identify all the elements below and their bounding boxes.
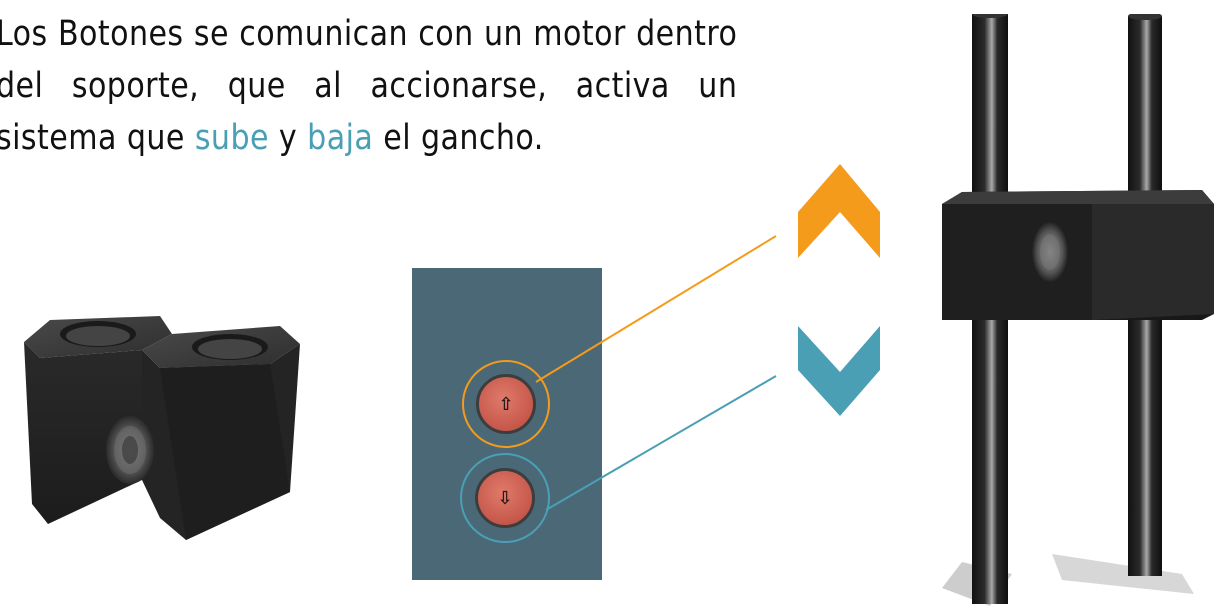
- description-text: Los Botones se comunican con un motor de…: [0, 8, 737, 164]
- up-button[interactable]: ⇧: [462, 360, 550, 448]
- chevron-down-icon: [798, 326, 880, 416]
- chevron-up-icon: [798, 164, 880, 258]
- down-button[interactable]: ⇩: [460, 453, 550, 543]
- keyword-baja: baja: [307, 118, 374, 158]
- stand-image: [942, 14, 1214, 606]
- support-block-image: [24, 316, 300, 540]
- down-arrow-icon: ⇩: [475, 468, 535, 528]
- keyword-sube: sube: [194, 118, 269, 158]
- description-part2: y: [268, 118, 308, 158]
- description-part3: el gancho.: [373, 118, 544, 158]
- description-part1: Los Botones se comunican con un motor de…: [0, 14, 738, 158]
- up-arrow-icon: ⇧: [476, 374, 536, 434]
